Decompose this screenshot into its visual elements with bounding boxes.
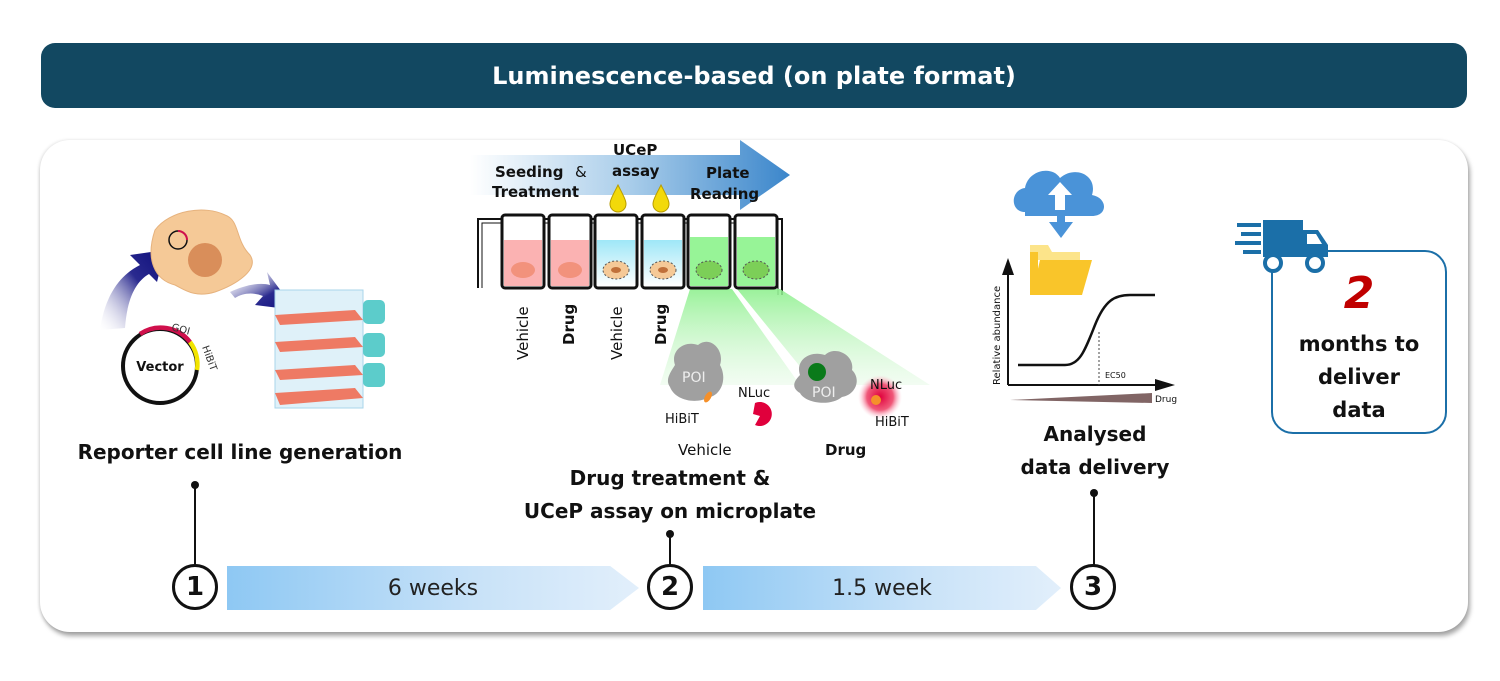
reagent-drop-icon [609,183,627,213]
vector-label: Vector [136,360,184,375]
reporter-cell-line-illustration: Vector GOI HiBiT [100,209,385,409]
dose-response-curve: EC50 Relative abundance Drug [992,258,1177,405]
arrow-vector-to-cell-icon [100,250,165,330]
step-1-label: Reporter cell line generation [77,440,403,464]
hibit-label-drug: HiBiT [875,415,909,430]
duration-label-2: 1.5 week [832,575,932,601]
stage-ucep-label: UCeP [613,141,657,159]
delivery-truck-icon [1235,220,1328,273]
folder-icon [1030,245,1092,295]
step-3-label-line1: Analysed [1043,422,1147,446]
drug-caption: Drug [825,441,866,459]
delivery-text-line1: months to [1298,332,1420,356]
delivery-text: months to deliver data [1271,328,1447,427]
well-drug-read [733,213,779,290]
nluc-enzyme-icon [753,402,772,426]
step-2-label-line2: UCeP assay on microplate [523,499,817,523]
poi-label-vehicle: POI [682,370,706,386]
hibit-label-vehicle: HiBiT [665,412,699,427]
cell-nucleus-icon [188,243,222,277]
step-3-label: Analysed data delivery [990,418,1200,484]
stage-treatment-label: Treatment [492,183,579,201]
delivery-months-number: 2 [1343,268,1375,319]
nluc-label-vehicle: NLuc [738,386,770,401]
step-3-label-line2: data delivery [1020,455,1170,479]
microplate-assay-illustration: Seeding & Treatment UCeP assay Plate Rea… [470,140,930,459]
data-delivery-illustration: EC50 Relative abundance Drug [992,170,1177,405]
duration-bar-1: 6 weeks [227,566,639,610]
hibit-label: HiBiT [199,344,219,373]
well-drug-assay [640,213,686,290]
duration-label-1: 6 weeks [387,575,479,601]
stage-amp: & [575,163,587,181]
well-label-vehicle: Vehicle [608,306,626,360]
cloud-sync-icon [1013,170,1104,238]
poi-protein-icon [794,350,857,403]
nluc-label-drug: NLuc [870,378,902,393]
well-vehicle-treat [500,213,546,290]
step-1-marker: 1 [172,564,218,610]
well-label-drug: Drug [560,304,578,345]
well-drug-treat [547,213,593,290]
well-vehicle-assay [593,213,639,290]
stage-reading-label: Reading [690,185,759,203]
ec50-label: EC50 [1105,371,1126,380]
well-label-vehicle: Vehicle [514,306,532,360]
step-2-marker: 2 [647,564,693,610]
goi-label: GOI [170,322,191,337]
vehicle-caption: Vehicle [678,441,732,459]
process-arrow-icon [470,140,790,210]
y-axis-label: Relative abundance [992,286,1003,385]
stage-seeding-label: Seeding [495,163,563,181]
drug-molecule-icon [808,363,826,381]
poi-protein-icon [667,341,724,401]
poi-label-drug: POI [812,385,836,401]
culture-flasks-icon [274,289,385,409]
stage-plate-label: Plate [706,164,750,182]
duration-bar-2: 1.5 week [703,566,1061,610]
step-2-label-line1: Drug treatment & [569,466,771,490]
connector-line-1 [194,485,196,565]
well-vehicle-read [686,213,732,290]
luminescence-beam [737,289,930,385]
connector-line-3 [1093,493,1095,565]
delivery-text-line2: deliver [1318,365,1400,389]
step-2-label: Drug treatment & UCeP assay on microplat… [490,462,850,528]
delivery-summary-box [1271,250,1447,434]
x-axis-label: Drug [1155,395,1177,405]
banner-title: Luminescence-based (on plate format) [492,61,1016,90]
title-banner: Luminescence-based (on plate format) [41,43,1467,108]
step-3-marker: 3 [1070,564,1116,610]
reagent-drop-icon [652,183,670,213]
well-label-drug: Drug [652,304,670,345]
stage-assay-label: assay [612,162,660,180]
delivery-text-line3: data [1332,398,1386,422]
connector-line-2 [669,534,671,564]
